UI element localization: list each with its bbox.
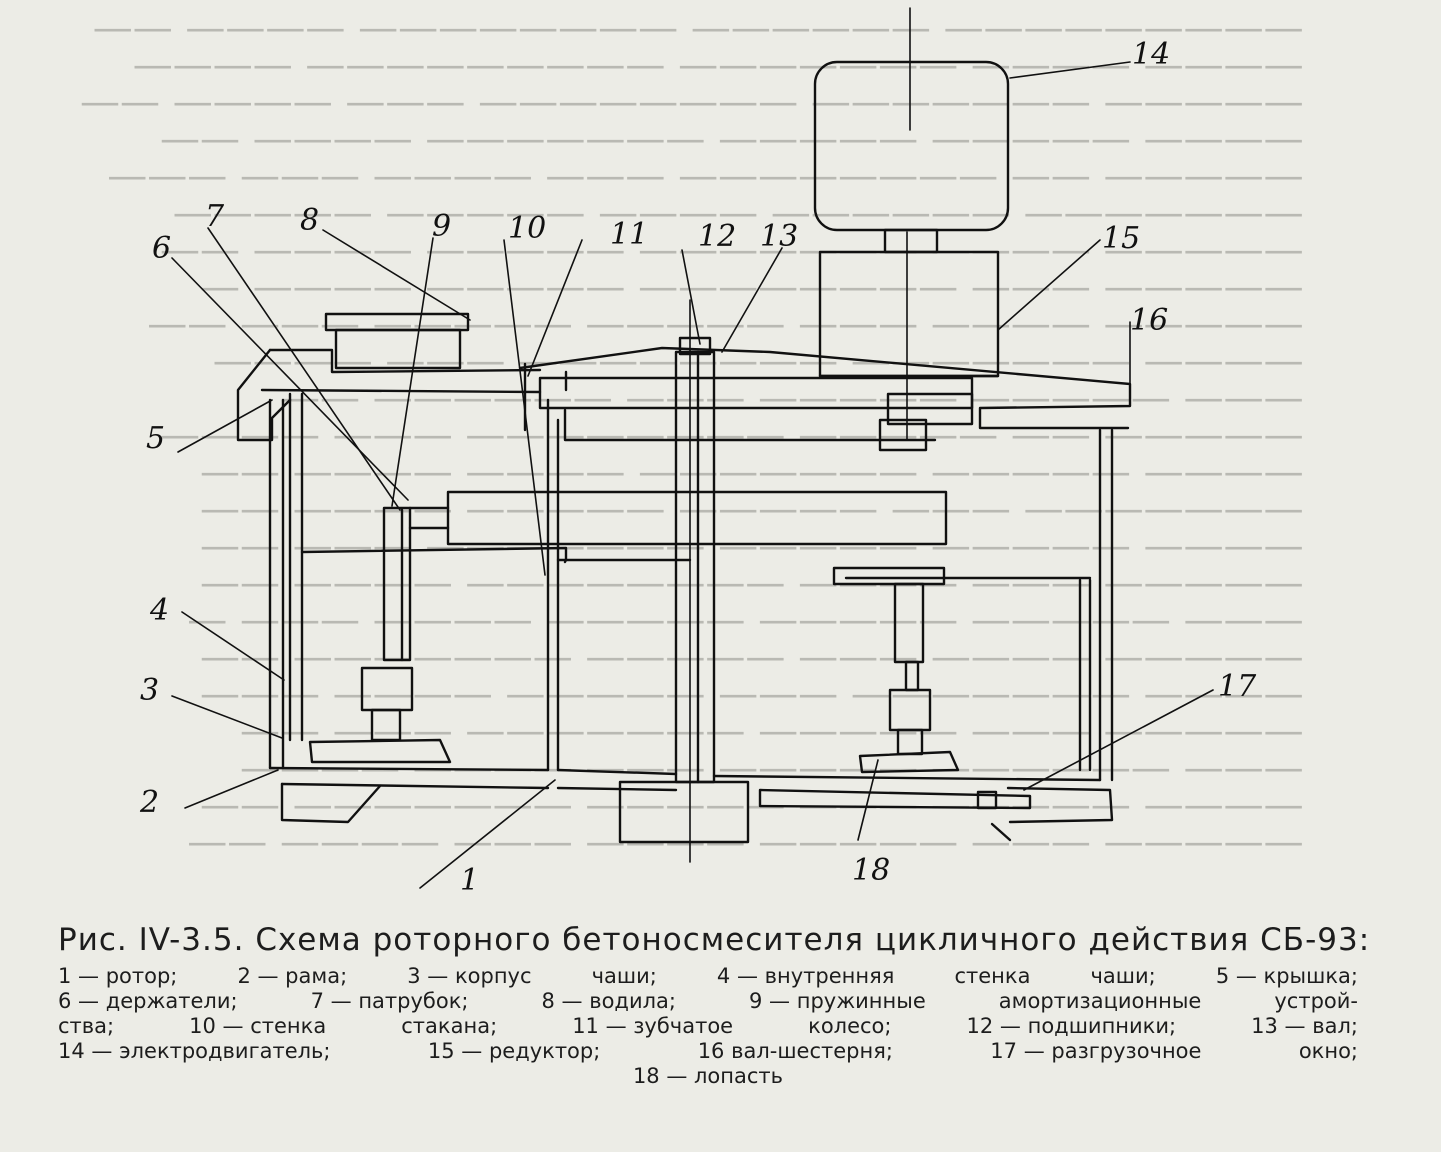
leader-lines	[171, 61, 1214, 889]
label-4: 4	[149, 593, 169, 628]
legend-item: 17 — разгрузочное	[990, 1039, 1202, 1063]
label-15: 15	[1102, 221, 1140, 256]
label-1: 1	[460, 863, 479, 898]
label-11: 11	[610, 217, 648, 252]
blades	[308, 738, 960, 774]
legend-item: 14 — электродвигатель;	[58, 1039, 331, 1063]
legend-item: 3 — корпус	[407, 964, 532, 988]
legend-item: 11 — зубчатое	[572, 1014, 734, 1038]
bowl-body	[268, 392, 1114, 782]
figure-legend: 1 — ротор; 2 — рама; 3 — корпус чаши; 4 — вн…	[58, 964, 1358, 1089]
legend-item: 8 — водила;	[541, 989, 676, 1013]
spring-absorber-left	[360, 506, 414, 742]
label-2: 2	[139, 785, 159, 820]
legend-item: 16 вал-шестерня;	[697, 1039, 893, 1063]
mixer-schematic: 1 2 3 4 5 6 7 8 9 10 11 12 13 14 15 16 1…	[139, 7, 1257, 898]
lid-and-nozzle	[236, 312, 542, 442]
top-cover	[518, 336, 1132, 452]
legend-item: 7 — патрубок;	[310, 989, 469, 1013]
legend-item: стенка	[954, 964, 1031, 988]
legend-item: 10 — стенка	[189, 1014, 327, 1038]
bottom-and-frame	[268, 766, 1114, 844]
legend-line: 1 — ротор; 2 — рама; 3 — корпус чаши; 4 — вн…	[58, 964, 1358, 989]
label-7: 7	[205, 199, 225, 234]
label-16: 16	[1130, 303, 1168, 338]
reducer	[818, 250, 1000, 378]
caption-title: Рис. IV-3.5. Схема роторного бетоносмеси…	[58, 922, 1371, 958]
legend-line: 18 — лопасть	[58, 1064, 1358, 1089]
legend-item: 13 — вал;	[1251, 1014, 1358, 1038]
legend-item: 12 — подшипники;	[966, 1014, 1177, 1038]
legend-item: чаши;	[1090, 964, 1156, 988]
figure-caption: Рис. IV-3.5. Схема роторного бетоносмеси…	[58, 922, 1371, 1089]
legend-line: 6 — держатели; 7 — патрубок; 8 — водила; 9 …	[58, 989, 1358, 1014]
label-8: 8	[300, 203, 319, 238]
legend-item: 18 — лопасть	[632, 1064, 784, 1088]
legend-item: 1 — ротор;	[58, 964, 178, 988]
legend-item: колесо;	[808, 1014, 892, 1038]
part-labels: 1 2 3 4 5 6 7 8 9 10 11 12 13 14 15 16 1…	[139, 37, 1257, 898]
legend-item: устрой-	[1274, 989, 1358, 1013]
label-9: 9	[432, 209, 451, 244]
legend-item: окно;	[1298, 1039, 1358, 1063]
shaft	[674, 350, 716, 784]
label-5: 5	[146, 421, 165, 456]
label-14: 14	[1132, 37, 1170, 72]
label-17: 17	[1218, 669, 1257, 704]
legend-line: ства; 10 — стенка стакана; 11 — зубчатое кол…	[58, 1014, 1358, 1039]
legend-item: 6 — держатели;	[58, 989, 238, 1013]
label-3: 3	[140, 673, 159, 708]
legend-item: амортизационные	[998, 989, 1202, 1013]
label-10: 10	[508, 211, 546, 246]
rotor-arm	[408, 490, 948, 586]
legend-item: стакана;	[401, 1014, 498, 1038]
label-12: 12	[698, 219, 736, 254]
label-13: 13	[760, 219, 798, 254]
label-18: 18	[852, 853, 890, 888]
legend-line: 14 — электродвигатель; 15 — редуктор; 16 в…	[58, 1039, 1358, 1064]
legend-item: 4 — внутренняя	[716, 964, 895, 988]
cup-wall	[300, 398, 692, 772]
legend-item: 9 — пружинные	[749, 989, 926, 1013]
center-axis	[689, 7, 911, 863]
spring-absorber-right	[888, 582, 932, 756]
label-6: 6	[152, 231, 171, 266]
legend-item: ства;	[58, 1014, 115, 1038]
electric-motor	[813, 60, 1010, 254]
legend-item: 15 — редуктор;	[427, 1039, 601, 1063]
legend-item: 2 — рама;	[237, 964, 348, 988]
legend-item: 5 — крышка;	[1215, 964, 1358, 988]
legend-item: чаши;	[591, 964, 657, 988]
